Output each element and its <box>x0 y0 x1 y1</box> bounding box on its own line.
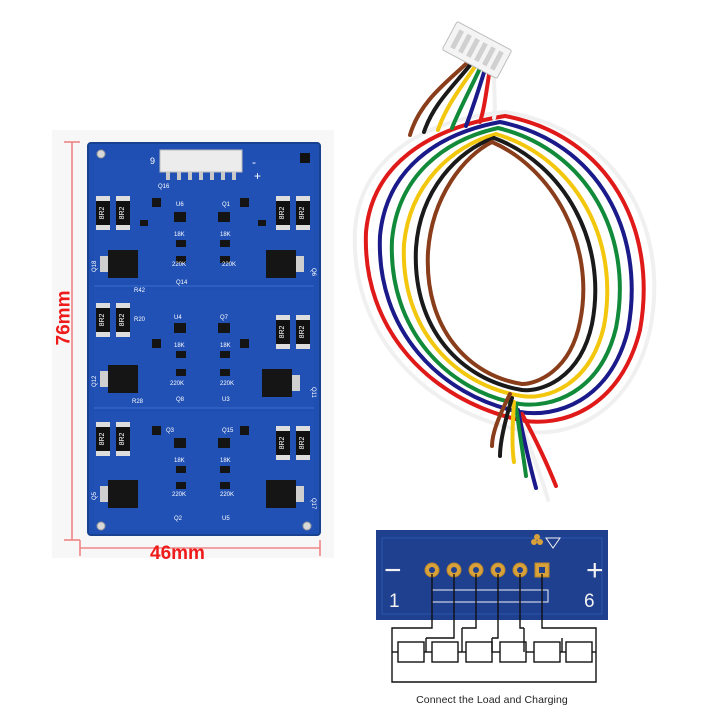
svg-text:Q17: Q17 <box>310 498 316 510</box>
svg-text:9: 9 <box>150 156 155 166</box>
svg-text:8R2: 8R2 <box>279 206 286 219</box>
svg-text:220K: 220K <box>172 262 186 268</box>
cable-harness <box>352 58 657 502</box>
svg-text:18K: 18K <box>220 232 231 238</box>
svg-text:18K: 18K <box>174 458 185 464</box>
svg-text:U3: U3 <box>222 397 230 403</box>
svg-text:8R2: 8R2 <box>119 206 126 219</box>
svg-text:8R2: 8R2 <box>99 313 106 326</box>
svg-text:18K: 18K <box>220 343 231 349</box>
svg-text:220K: 220K <box>172 492 186 498</box>
svg-text:Q16: Q16 <box>158 184 170 190</box>
cell-schematic <box>391 574 597 683</box>
svg-text:220K: 220K <box>170 381 184 387</box>
svg-text:18K: 18K <box>174 343 185 349</box>
svg-text:8R2: 8R2 <box>119 432 126 445</box>
svg-text:Q18: Q18 <box>92 260 98 272</box>
svg-text:+: + <box>586 554 604 587</box>
svg-text:18K: 18K <box>174 232 185 238</box>
svg-text:220K: 220K <box>222 262 236 268</box>
svg-text:R42: R42 <box>134 288 146 294</box>
svg-text:Q15: Q15 <box>222 428 234 434</box>
svg-text:Q6: Q6 <box>310 268 316 277</box>
svg-text:U4: U4 <box>174 315 182 321</box>
svg-text:8R2: 8R2 <box>299 436 306 449</box>
svg-text:U6: U6 <box>176 202 184 208</box>
svg-text:-: - <box>252 155 256 169</box>
svg-text:8R2: 8R2 <box>119 313 126 326</box>
svg-text:Q14: Q14 <box>176 280 188 286</box>
svg-text:+: + <box>254 169 261 183</box>
svg-text:8R2: 8R2 <box>99 206 106 219</box>
svg-text:220K: 220K <box>220 381 234 387</box>
svg-text:U5: U5 <box>222 516 230 522</box>
svg-text:R20: R20 <box>134 317 146 323</box>
svg-text:8R2: 8R2 <box>299 206 306 219</box>
connector-diagram: − + <box>376 530 608 620</box>
diagram-caption: Connect the Load and Charging <box>416 694 568 706</box>
height-dimension-label: 76mm <box>53 290 75 346</box>
svg-text:8R2: 8R2 <box>279 436 286 449</box>
svg-text:18K: 18K <box>220 458 231 464</box>
svg-text:Q3: Q3 <box>166 428 175 434</box>
pcb-components: 8R2 8R2 8R2 8R2 <box>92 184 316 522</box>
pin-1-label: 1 <box>389 591 400 612</box>
svg-text:R28: R28 <box>132 399 144 405</box>
cable-connector <box>442 21 512 79</box>
svg-text:Q11: Q11 <box>310 387 316 399</box>
width-dimension-label: 46mm <box>150 543 205 564</box>
svg-text:Q8: Q8 <box>176 397 185 403</box>
svg-text:Q7: Q7 <box>220 315 229 321</box>
svg-text:Q5: Q5 <box>92 491 98 500</box>
svg-text:Q1: Q1 <box>222 202 231 208</box>
svg-text:Q12: Q12 <box>92 375 98 387</box>
pin-6-label: 6 <box>584 591 595 612</box>
svg-text:Q2: Q2 <box>174 516 183 522</box>
svg-text:8R2: 8R2 <box>299 325 306 338</box>
svg-text:8R2: 8R2 <box>99 432 106 445</box>
svg-text:220K: 220K <box>220 492 234 498</box>
svg-text:−: − <box>384 554 402 587</box>
svg-text:8R2: 8R2 <box>279 325 286 338</box>
